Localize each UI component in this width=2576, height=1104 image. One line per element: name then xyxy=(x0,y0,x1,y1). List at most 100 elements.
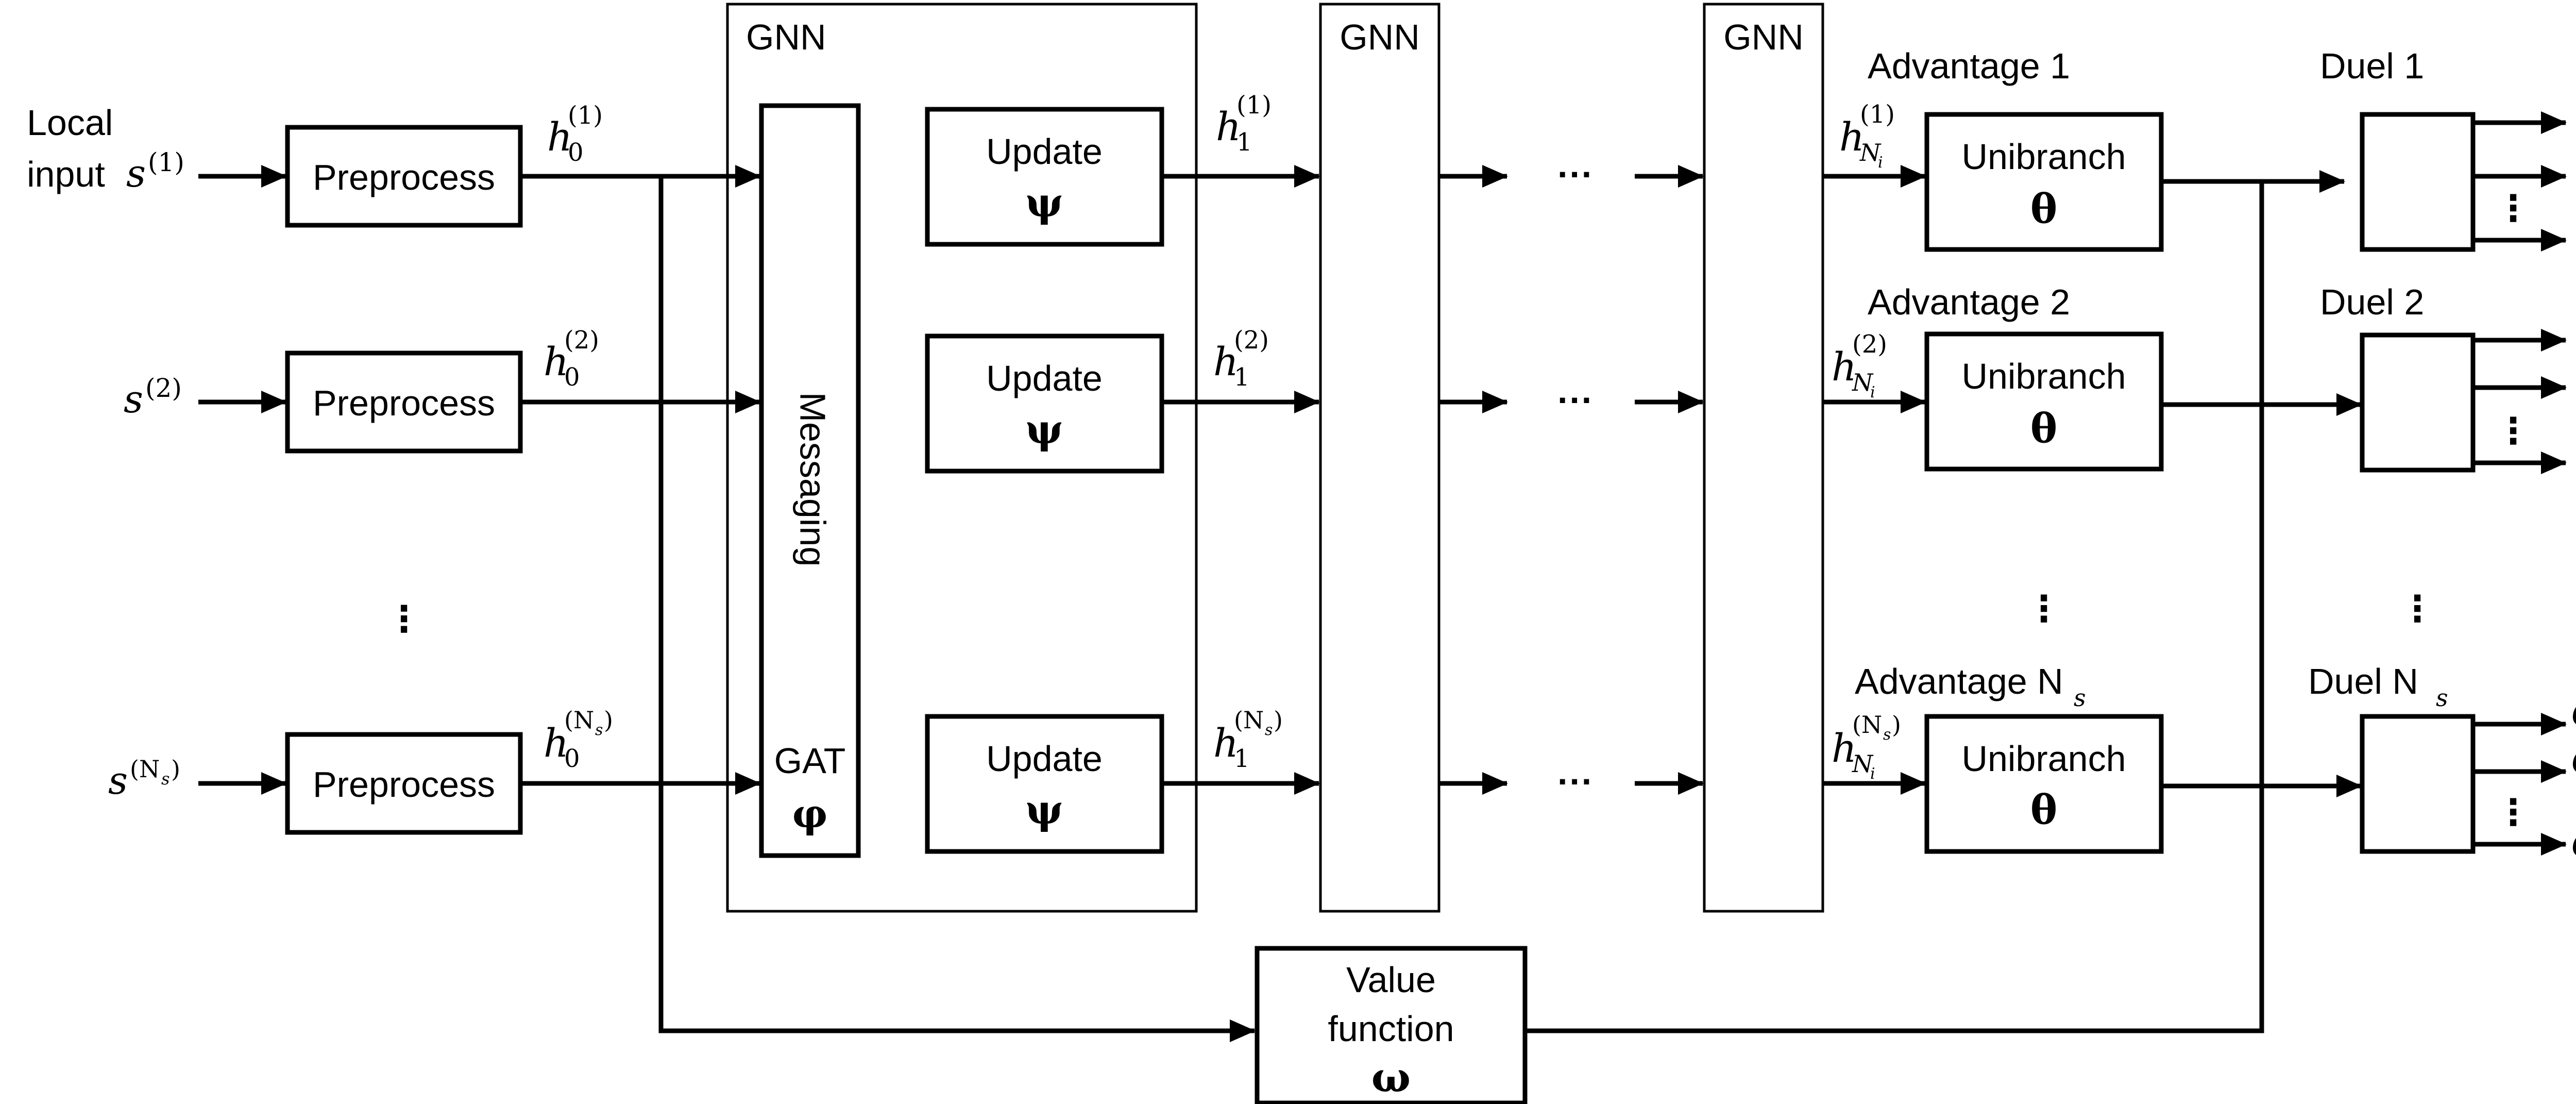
svg-text:φ: φ xyxy=(792,791,828,837)
hNi-2-label: h N i (2) xyxy=(1832,330,1887,402)
svg-text:Advantage N: Advantage N xyxy=(1855,661,2063,701)
unibranch-box-2: Unibranch θ xyxy=(1924,331,2164,472)
svg-text:Q: Q xyxy=(2571,827,2576,865)
svg-text:s: s xyxy=(2436,684,2448,712)
svg-text:): ) xyxy=(604,706,613,734)
svg-text:Value: Value xyxy=(1346,960,1436,1000)
svg-text:Update: Update xyxy=(986,131,1103,172)
duel-box-2 xyxy=(2360,332,2476,473)
svg-text:Preprocess: Preprocess xyxy=(313,764,495,805)
preprocess-box-Ns: Preprocess xyxy=(285,732,523,835)
svg-text:(1): (1) xyxy=(1860,100,1895,129)
svg-text:Messaging: Messaging xyxy=(793,392,833,567)
svg-text:(1): (1) xyxy=(568,101,603,130)
duel-box-1 xyxy=(2360,112,2476,252)
gnn-block-2-title: GNN xyxy=(1340,17,1420,57)
svg-text:s: s xyxy=(124,377,143,422)
svg-text:θ: θ xyxy=(2030,787,2057,833)
svg-text:(N: (N xyxy=(1234,706,1264,734)
svg-text:N: N xyxy=(1852,369,1874,396)
svg-text:Unibranch: Unibranch xyxy=(1961,739,2126,779)
svg-text:(1): (1) xyxy=(1236,91,1272,120)
advantage-2-label: Advantage 2 xyxy=(1868,282,2070,322)
svg-text:0: 0 xyxy=(564,363,580,392)
svg-text:Update: Update xyxy=(986,739,1103,779)
svg-text:GAT: GAT xyxy=(774,741,846,781)
svg-text:1: 1 xyxy=(1234,744,1250,773)
vertical-dots-preprocess: ⋮ xyxy=(386,599,422,639)
svg-text:1: 1 xyxy=(1234,363,1250,392)
svg-text:ψ: ψ xyxy=(1025,179,1063,226)
duel-Ns-outputs xyxy=(2473,713,2567,856)
svg-text:Unibranch: Unibranch xyxy=(1961,137,2126,177)
svg-text:1: 1 xyxy=(1236,128,1252,157)
vertical-dots-unibranch: ⋮ xyxy=(2026,589,2062,629)
svg-text:(2): (2) xyxy=(1852,330,1887,359)
svg-text:h: h xyxy=(544,339,569,384)
h1-1-label: h 1 (1) xyxy=(1216,91,1272,157)
svg-text:N: N xyxy=(1859,139,1882,166)
svg-text:(N: (N xyxy=(130,755,160,783)
svg-text:h: h xyxy=(1839,114,1865,160)
vertical-dots-duel: ⋮ xyxy=(2399,589,2435,629)
duel-1-outputs xyxy=(2473,111,2567,252)
local-input-label-line2: input xyxy=(27,154,105,194)
svg-text:i: i xyxy=(1870,383,1875,402)
svg-text:h: h xyxy=(544,720,569,766)
h0-1-label: h 0 (1) xyxy=(547,101,603,167)
vertical-dots-duel-2-outputs: ⋮ xyxy=(2495,411,2531,451)
svg-text:h: h xyxy=(1216,104,1241,149)
svg-text:s: s xyxy=(595,721,603,739)
ellipsis-row2: ··· xyxy=(1557,380,1594,420)
svg-text:h: h xyxy=(1213,720,1239,766)
hNi-Ns-label: h N i (N s ) xyxy=(1832,711,1901,783)
duel-box-Ns xyxy=(2360,714,2476,854)
svg-text:h: h xyxy=(1213,339,1239,384)
update-box-1: Update ψ xyxy=(925,107,1164,247)
svg-text:i: i xyxy=(1878,154,1883,172)
svg-text:): ) xyxy=(1274,706,1283,734)
svg-text:(2): (2) xyxy=(564,326,599,355)
svg-text:0: 0 xyxy=(564,744,580,773)
svg-text:h: h xyxy=(1832,725,1857,771)
svg-text:θ: θ xyxy=(2030,405,2057,452)
preprocess-box-1: Preprocess xyxy=(285,125,523,228)
hNi-1-label: h N i (1) xyxy=(1839,100,1895,172)
svg-text:s: s xyxy=(1883,726,1891,744)
svg-text:N: N xyxy=(1852,750,1874,778)
svg-text:ψ: ψ xyxy=(1025,787,1063,833)
advantage-Ns-label: Advantage N s xyxy=(1855,661,2086,712)
gnn-block-1-title: GNN xyxy=(746,17,826,57)
unibranch-box-1: Unibranch θ xyxy=(1924,112,2164,252)
q-labels-duel-Ns: Q 1 (N s ) Q 2 (N s ) ⋮ Q N a (N s ) xyxy=(2571,696,2576,865)
svg-text:Unibranch: Unibranch xyxy=(1961,356,2126,396)
duel-1-label: Duel 1 xyxy=(2320,46,2424,86)
svg-text:Q: Q xyxy=(2571,696,2576,734)
svg-text:s: s xyxy=(161,769,170,789)
svg-text:Q: Q xyxy=(2571,743,2576,781)
value-function-box: Value function ω xyxy=(1255,946,1528,1104)
h0-Ns-label: h 0 (N s ) xyxy=(544,706,613,773)
svg-text:ω: ω xyxy=(1371,1053,1411,1101)
svg-text:Duel N: Duel N xyxy=(2308,661,2418,701)
h1-2-label: h 1 (2) xyxy=(1213,326,1269,392)
svg-text:s: s xyxy=(1265,721,1273,739)
svg-text:h: h xyxy=(1832,344,1857,390)
s1-symbol: s (1) xyxy=(126,147,184,196)
svg-text:h: h xyxy=(547,114,572,160)
svg-text:0: 0 xyxy=(568,138,584,167)
h1-Ns-label: h 1 (N s ) xyxy=(1213,706,1283,773)
duel-2-outputs xyxy=(2473,329,2567,474)
svg-text:s: s xyxy=(108,759,128,803)
gnn-block-last xyxy=(1703,3,1824,913)
svg-text:Preprocess: Preprocess xyxy=(313,157,495,197)
svg-text:s: s xyxy=(126,152,146,196)
svg-text:function: function xyxy=(1328,1009,1454,1049)
svg-text:(2): (2) xyxy=(145,373,182,403)
svg-text:Update: Update xyxy=(986,358,1103,398)
path-to-value-function xyxy=(658,176,1256,1042)
svg-text:): ) xyxy=(1892,711,1901,739)
svg-text:): ) xyxy=(171,755,180,783)
ellipsis-row1: ··· xyxy=(1557,154,1594,194)
sNs-symbol: s (N s ) xyxy=(108,755,180,803)
